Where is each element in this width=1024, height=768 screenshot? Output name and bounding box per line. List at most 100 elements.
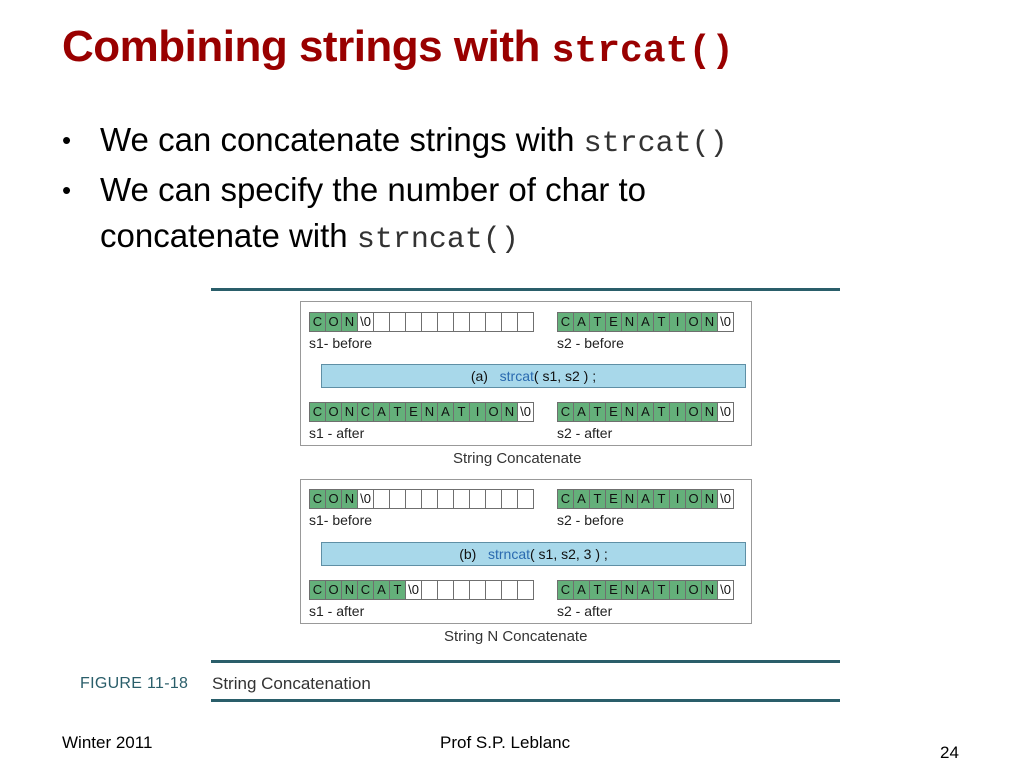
char-cell: N <box>421 402 438 422</box>
slide-title-text: Combining strings with <box>62 22 552 71</box>
char-cell: T <box>653 489 670 509</box>
char-cell: A <box>637 312 654 332</box>
s1-after-label: s1 - after <box>309 603 365 619</box>
empty-char-cell <box>453 580 470 600</box>
panel-caption-strncat: String N Concatenate <box>444 628 588 645</box>
char-cell: N <box>621 312 638 332</box>
char-cell: N <box>341 489 358 509</box>
operation-bar: (a) strcat( s1, s2 ) ; <box>321 364 746 388</box>
char-cell: N <box>341 580 358 600</box>
char-cell: N <box>701 580 718 600</box>
empty-char-cell <box>437 580 454 600</box>
empty-char-cell <box>373 312 390 332</box>
char-cell: I <box>669 580 686 600</box>
char-cell: A <box>573 312 590 332</box>
s1-after-label: s1 - after <box>309 425 365 441</box>
char-cell: N <box>621 402 638 422</box>
empty-char-cell <box>405 489 422 509</box>
operation-args: ( s1, s2, 3 ) ; <box>530 546 608 562</box>
empty-char-cell <box>469 312 486 332</box>
empty-char-cell <box>517 580 534 600</box>
char-cell: A <box>573 580 590 600</box>
char-cell: A <box>437 402 454 422</box>
s2-after-label: s2 - after <box>557 603 613 619</box>
operation-prefix: (b) <box>459 546 477 562</box>
empty-char-cell <box>389 489 406 509</box>
char-cell: C <box>309 489 326 509</box>
char-cell: N <box>341 402 358 422</box>
empty-char-cell <box>373 489 390 509</box>
s2-before-label: s2 - before <box>557 512 624 528</box>
char-cell: T <box>589 489 606 509</box>
char-cell: C <box>357 402 374 422</box>
page-number: 24 <box>940 743 959 762</box>
bullet-text: concatenate with <box>100 217 357 254</box>
empty-char-cell <box>421 489 438 509</box>
char-cell: T <box>589 402 606 422</box>
char-cell: O <box>325 402 342 422</box>
empty-char-cell <box>389 312 406 332</box>
s1-before-label: s1- before <box>309 512 373 528</box>
char-cell: I <box>669 402 686 422</box>
char-cell: A <box>373 580 390 600</box>
slide-title: Combining strings with strcat() <box>62 22 734 73</box>
char-cell: N <box>701 402 718 422</box>
char-cell: C <box>557 402 574 422</box>
empty-char-cell <box>421 312 438 332</box>
char-cell: N <box>701 489 718 509</box>
null-terminator-cell: \0 <box>357 312 374 332</box>
char-cell: I <box>669 489 686 509</box>
figure-caption-rule-top <box>211 660 840 663</box>
empty-char-cell <box>485 580 502 600</box>
char-cell: I <box>669 312 686 332</box>
char-cell: T <box>389 402 406 422</box>
char-cell: T <box>653 580 670 600</box>
empty-char-cell <box>501 312 518 332</box>
slide-title-code: strcat() <box>551 30 735 73</box>
null-terminator-cell: \0 <box>717 402 734 422</box>
null-terminator-cell: \0 <box>717 312 734 332</box>
char-cell: O <box>485 402 502 422</box>
bullet-icon: • <box>62 125 72 155</box>
char-cell: E <box>605 489 622 509</box>
char-cell: N <box>621 580 638 600</box>
operation-prefix: (a) <box>470 368 488 384</box>
char-cell: C <box>309 580 326 600</box>
operation-bar: (b) strncat( s1, s2, 3 ) ; <box>321 542 746 566</box>
char-cell: N <box>621 489 638 509</box>
footer-left: Winter 2011 <box>62 733 153 752</box>
operation-function: strcat <box>499 368 534 384</box>
char-cell: O <box>685 312 702 332</box>
char-cell: A <box>373 402 390 422</box>
char-cell: T <box>589 312 606 332</box>
operation-args: ( s1, s2 ) ; <box>533 368 597 384</box>
panel-caption-strcat: String Concatenate <box>453 450 582 467</box>
bullet-line-1: We can specify the number of char to <box>100 171 646 208</box>
s1-before-label: s1- before <box>309 335 373 351</box>
null-terminator-cell: \0 <box>405 580 422 600</box>
empty-char-cell <box>517 489 534 509</box>
char-cell: T <box>389 580 406 600</box>
char-cell: O <box>325 489 342 509</box>
null-terminator-cell: \0 <box>717 489 734 509</box>
empty-char-cell <box>437 489 454 509</box>
s2-before-label: s2 - before <box>557 335 624 351</box>
bullet-code: strcat() <box>583 127 728 161</box>
empty-char-cell <box>517 312 534 332</box>
empty-char-cell <box>485 312 502 332</box>
operation-function: strncat <box>487 546 530 562</box>
empty-char-cell <box>469 580 486 600</box>
null-terminator-cell: \0 <box>357 489 374 509</box>
char-cell: T <box>653 312 670 332</box>
char-cell: T <box>453 402 470 422</box>
char-cell: N <box>701 312 718 332</box>
char-cell: N <box>341 312 358 332</box>
empty-char-cell <box>501 489 518 509</box>
